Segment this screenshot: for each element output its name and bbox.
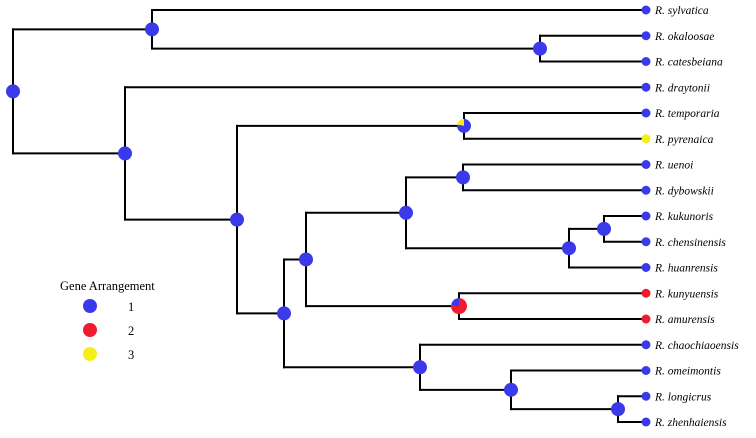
legend-label-1: 1 [128,300,134,314]
internal-node [413,360,427,375]
internal-node-mixed [457,118,471,133]
taxon-labels: R. sylvatica R. okaloosae R. catesbeianaR.… [654,5,739,429]
tip-node [641,5,651,15]
taxon-label: R. pyrenaica [654,134,714,146]
taxon-label: R. amurensis [654,314,715,326]
taxon-label: R. okaloosae [654,31,714,43]
taxon-label: R. kunyuensis [654,288,719,300]
tip-node [641,185,651,195]
tree-nodes [6,5,651,427]
legend-label-3: 3 [128,348,134,362]
tip-node [641,263,651,272]
internal-node [299,252,313,267]
taxon-label: R. uenoi [654,160,693,172]
internal-node [399,205,413,220]
tip-node [641,108,651,118]
internal-node-mixed-slice [451,298,459,307]
taxon-label: R. temporaria [654,108,720,120]
tip-node [641,417,651,427]
tip-node [641,57,651,66]
tip-node [641,340,651,350]
tip-node [641,211,651,221]
tip-node [641,366,651,375]
legend-title: Gene Arrangement [60,279,155,293]
internal-node [611,402,625,417]
internal-node [456,170,470,185]
legend-swatch-3 [83,347,97,361]
internal-node [118,146,132,161]
taxon-label: R. zhenhaiensis [654,417,727,429]
taxon-label: R. chensinensis [654,237,726,249]
internal-node-mixed-slice [457,118,464,126]
internal-node [597,221,611,236]
internal-node [145,22,159,37]
internal-node [533,41,547,56]
tip-node [641,314,651,324]
tip-node [641,82,651,92]
internal-node [230,212,244,227]
taxon-label: R. dybowskii [654,185,714,197]
tip-node [641,31,651,41]
tip-node [641,134,651,144]
taxon-label: R. kukunoris [654,211,714,223]
tip-node [641,237,651,247]
legend-swatch-2 [83,323,97,337]
taxon-label: R. catesbeiana [654,57,723,69]
taxon-label: R. omeimontis [654,366,721,378]
tip-node [641,288,651,298]
internal-node [277,306,291,321]
taxon-label: R. draytonii [654,82,710,94]
internal-node-mixed [450,298,468,315]
tree-branches [12,9,647,423]
internal-node [6,84,20,99]
taxon-label: R. chaochiaoensis [654,340,739,352]
tip-node [641,391,651,401]
taxon-label: R. huanrensis [654,263,718,275]
legend: Gene Arrangement 1 2 3 [60,279,155,362]
internal-node [562,241,576,256]
taxon-label: R. longicrus [654,391,712,403]
internal-node [504,382,518,397]
legend-label-2: 2 [128,324,134,338]
legend-swatch-1 [83,299,97,313]
tip-node [641,160,651,169]
taxon-label: R. sylvatica [654,5,709,17]
